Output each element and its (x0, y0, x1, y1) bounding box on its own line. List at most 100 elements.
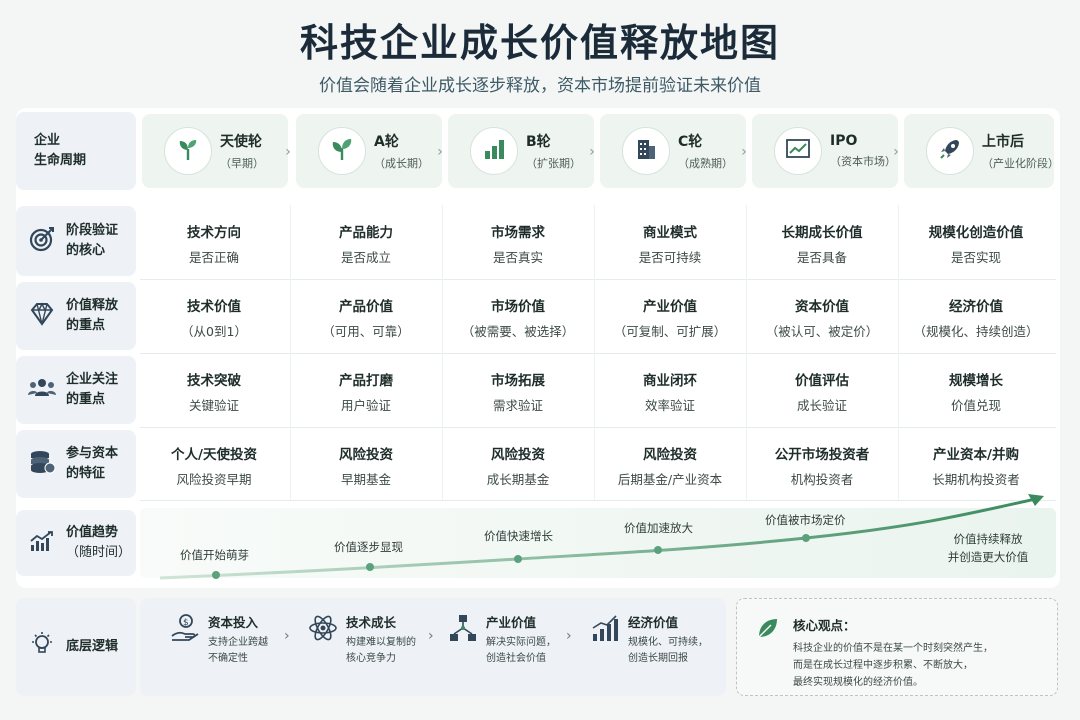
matrix-cell-title: 风险投资 (643, 447, 697, 463)
matrix-cell-title: 商业模式 (643, 225, 697, 241)
matrix-cell: 风险投资后期基金/产业资本 (595, 443, 745, 488)
grid-line (898, 205, 899, 500)
matrix-cell-detail: 成长期基金 (486, 472, 550, 487)
trend-point-label: 价值逐步显现 (334, 540, 403, 554)
matrix-cell-title: 价值评估 (795, 373, 849, 389)
trend-point (802, 534, 810, 542)
matrix-cell-detail: 是否真实 (492, 250, 543, 265)
trend-label-line1: 价值趋势 (66, 525, 119, 540)
matrix-cell: 技术突破关键验证 (139, 369, 289, 414)
matrix-cell-title: 风险投资 (339, 447, 393, 463)
matrix-cell: 产品价值（可用、可靠） (291, 295, 441, 340)
matrix-cell-title: 市场拓展 (491, 373, 545, 389)
matrix-cell: 个人/天使投资风险投资早期 (139, 443, 289, 488)
matrix-cell: 长期成长价值是否具备 (747, 221, 897, 266)
people-icon (27, 376, 57, 404)
row-label-line2: 的重点 (66, 318, 106, 333)
core-view-line: 科技企业的价值不是在某一个时刻突然产生， (793, 643, 993, 654)
matrix-cell-title: 技术价值 (187, 299, 241, 315)
matrix-cell: 价值评估成长验证 (747, 369, 897, 414)
stage-ipo: IPO（资本市场） (752, 114, 898, 188)
trend-area (140, 508, 1056, 578)
row-label-focus: 企业关注的重点 (16, 356, 136, 424)
money-hand-icon: $ (169, 612, 201, 648)
stage-phase: （产业化阶段） (982, 157, 1059, 170)
matrix-cell: 资本价值（被认可、被定价） (747, 295, 897, 340)
matrix-cell: 商业闭环效率验证 (595, 369, 745, 414)
row-label-lifecycle: 企业 生命周期 (16, 112, 136, 190)
matrix-cell-detail: （可复制、可扩展） (613, 324, 727, 339)
stage-a: A轮 （成长期） (296, 114, 442, 188)
matrix-cell: 产品打磨用户验证 (291, 369, 441, 414)
grid-line (442, 205, 443, 500)
sprout-icon (175, 136, 201, 166)
logic-item-desc1: 支持企业跨越 (208, 637, 268, 648)
logic-item-title: 经济价值 (628, 615, 679, 630)
leaves-icon (329, 136, 355, 166)
matrix-cell: 风险投资成长期基金 (443, 443, 593, 488)
line-chart-icon (784, 136, 812, 166)
matrix-cell-detail: 是否成立 (340, 250, 391, 265)
matrix-cell-detail: （从0到1） (181, 324, 247, 339)
row-label-value-release: 价值释放的重点 (16, 282, 136, 350)
stage-phase: （早期） (220, 157, 264, 170)
trend-icon (28, 529, 56, 557)
core-view-line: 而是在成长过程中逐步积累、不断放大， (793, 660, 973, 671)
grid-line (746, 205, 747, 500)
matrix-cell-title: 经济价值 (949, 299, 1003, 315)
matrix-cell: 经济价值 （规模化、持续创造） (901, 295, 1051, 340)
matrix-cell-detail: 是否可持续 (638, 250, 702, 265)
logic-item-desc1: 解决实际问题， (486, 637, 556, 648)
trend-point (514, 555, 522, 563)
svg-text:$: $ (183, 618, 189, 628)
row-label-line1: 企业关注 (66, 372, 119, 387)
matrix-cell-title: 技术方向 (187, 225, 241, 241)
matrix-cell-detail: （被认可、被定价） (765, 324, 879, 339)
matrix-cell-detail: 是否实现 (950, 250, 1001, 265)
grid-line (140, 279, 1056, 280)
grid-line (290, 205, 291, 500)
network-icon (447, 612, 479, 648)
matrix-cell-detail: （规模化、持续创造） (913, 324, 1039, 339)
stage-phase: （成长期） (374, 157, 429, 170)
stage-phase: （成熟期） (678, 157, 733, 170)
bar-chart-icon (481, 136, 507, 166)
chevron-right-icon: › (285, 144, 291, 160)
page-title: 科技企业成长价值释放地图 (299, 21, 780, 65)
trend-point (654, 546, 662, 554)
trend-end-line1: 价值持续释放 (953, 532, 1023, 546)
chevron-right-icon: › (566, 628, 572, 644)
page-subtitle: 价值会随着企业成长逐步释放，资本市场提前验证未来价值 (319, 76, 761, 96)
matrix-cell: 商业模式是否可持续 (595, 221, 745, 266)
grid-line (140, 500, 1056, 501)
matrix-cell: 规模增长价值兑现 (901, 369, 1051, 414)
trend-point-label: 价值快速增长 (484, 529, 553, 543)
stage-name: 上市后 (982, 134, 1024, 150)
matrix-cell-title: 规模化创造价值 (928, 225, 1024, 241)
logic-panel (140, 598, 726, 696)
trend-point (366, 563, 374, 571)
matrix-cell-title: 技术突破 (187, 373, 241, 389)
matrix-cell-title: 商业闭环 (643, 373, 697, 389)
chevron-right-icon: › (284, 628, 290, 644)
logic-item-desc2: 不确定性 (208, 653, 248, 664)
matrix-cell-title: 个人/天使投资 (171, 447, 257, 463)
matrix-cell: 产品能力是否成立 (291, 221, 441, 266)
logic-item-economy: 经济价值规模化、可持续，创造长期回报 (588, 612, 708, 667)
matrix-cell: 市场需求是否真实 (443, 221, 593, 266)
grid-line (140, 427, 1056, 428)
matrix-cell: 规模化创造价值是否实现 (901, 221, 1051, 266)
row-label-line1: 阶段验证 (66, 223, 119, 238)
matrix-cell-detail: 关键验证 (188, 398, 239, 413)
lifecycle-label-line2: 生命周期 (34, 153, 87, 168)
stage-phase: （资本市场） (830, 155, 896, 168)
matrix-cell-title: 产业资本/并购 (933, 447, 1019, 463)
stage-name: A轮 (374, 134, 399, 150)
grid-line (594, 205, 595, 500)
grid-line (140, 353, 1056, 354)
atom-icon (307, 612, 339, 648)
row-label-line2: 的核心 (66, 243, 106, 258)
growth-chart-icon (589, 612, 621, 648)
trend-point-label: 价值开始萌芽 (180, 548, 249, 562)
trend-point-label: 价值被市场定价 (765, 513, 846, 527)
